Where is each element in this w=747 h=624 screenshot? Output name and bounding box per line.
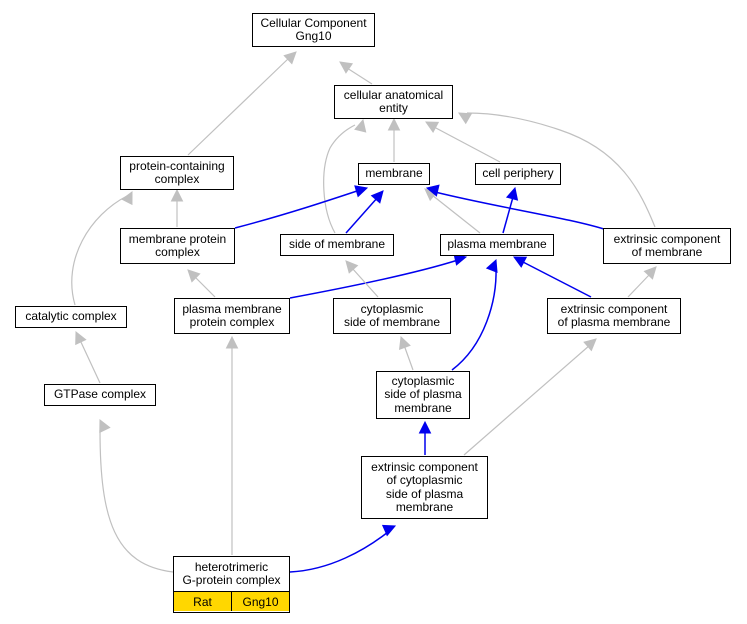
edge-catalytic-to-protein-complex-arrowhead: [121, 191, 133, 206]
edge-anatomical-to-root-arrowhead: [339, 61, 354, 74]
edge-mpc-to-protein-complex: [170, 188, 184, 227]
edge-term-to-pmpc: [225, 335, 239, 555]
edge-pmpc-to-mpc-arrowhead: [187, 269, 201, 283]
edge-cell-periphery-to-anatomical-arrowhead: [425, 121, 440, 134]
term-label: heterotrimeric G-protein complex: [182, 559, 281, 587]
node-cytoplasmic-side-of-plasma-membrane[interactable]: cytoplasmic side of plasma membrane: [376, 371, 470, 419]
edge-side-to-anatomical-arrowhead: [354, 118, 367, 133]
edge-cytside-pm-to-cytside-arrowhead: [399, 335, 411, 350]
node-gtpase-complex[interactable]: GTPase complex: [44, 384, 156, 406]
node-heterotrimeric-g-protein-complex[interactable]: heterotrimeric G-protein complex Rat Gng…: [173, 556, 290, 613]
node-extrinsic-component-of-cytoplasmic-side[interactable]: extrinsic component of cytoplasmic side …: [361, 456, 488, 519]
species-cell[interactable]: Rat: [174, 591, 232, 611]
edge-cytside-pm-to-cytside: [399, 335, 414, 371]
gene-cell[interactable]: Gng10: [232, 591, 289, 611]
edge-extrinsic-membrane-to-membrane-arrowhead: [425, 184, 440, 197]
node-cellular-component-gng10[interactable]: Cellular Component Gng10: [252, 13, 375, 47]
edge-mpc-to-membrane: [234, 185, 369, 229]
edge-term-to-extrinsic-cyt: [289, 524, 397, 573]
edge-mpc-to-membrane-arrowhead: [354, 185, 369, 198]
node-plasma-membrane-protein-complex[interactable]: plasma membrane protein complex: [174, 298, 290, 334]
edge-cell-periphery-to-anatomical: [425, 121, 501, 163]
edge-catalytic-to-protein-complex: [71, 191, 133, 306]
edge-pmpc-to-pm: [289, 253, 468, 299]
edge-cytside-to-side: [345, 260, 379, 298]
edge-anatomical-to-root: [339, 61, 373, 85]
edge-membrane-to-anatomical: [387, 117, 401, 162]
node-protein-containing-complex[interactable]: protein-containing complex: [120, 156, 234, 190]
node-plasma-membrane[interactable]: plasma membrane: [440, 234, 554, 256]
edge-extrinsic-cyt-to-cytside-pm-arrowhead: [418, 420, 432, 434]
edge-side-to-membrane: [345, 190, 384, 234]
edge-mpc-to-protein-complex-arrowhead: [170, 188, 184, 202]
edge-extrinsic-cyt-to-extrinsic-pm-arrowhead: [583, 338, 597, 352]
edge-membrane-to-anatomical-arrowhead: [387, 117, 401, 131]
edge-pm-to-cell-periphery-arrowhead: [505, 186, 519, 201]
node-extrinsic-component-of-membrane[interactable]: extrinsic component of membrane: [603, 228, 731, 264]
node-catalytic-complex[interactable]: catalytic complex: [15, 306, 127, 328]
edge-extrinsic-cyt-to-extrinsic-pm: [463, 338, 597, 456]
edge-protein-complex-to-root: [187, 51, 297, 156]
edge-term-to-extrinsic-cyt-arrowhead: [381, 524, 397, 537]
node-extrinsic-component-of-plasma-membrane[interactable]: extrinsic component of plasma membrane: [547, 298, 681, 334]
node-cytoplasmic-side-of-membrane[interactable]: cytoplasmic side of membrane: [333, 298, 451, 334]
edge-pm-to-cell-periphery: [502, 186, 519, 234]
edge-protein-complex-to-root-arrowhead: [283, 51, 297, 65]
edge-term-to-gtpase-arrowhead: [99, 418, 111, 434]
node-side-of-membrane[interactable]: side of membrane: [280, 234, 394, 256]
edge-extrinsic-membrane-to-anatomical: [458, 112, 656, 228]
edge-extrinsic-membrane-to-membrane: [425, 184, 608, 231]
edge-cytside-pm-to-pm-arrowhead: [485, 258, 498, 274]
edge-extrinsic-pm-to-extrinsic-membrane-arrowhead: [643, 266, 657, 280]
edge-extrinsic-pm-to-extrinsic-membrane: [627, 266, 657, 298]
edge-side-to-anatomical: [323, 118, 367, 234]
node-membrane-protein-complex[interactable]: membrane protein complex: [120, 228, 235, 264]
edge-extrinsic-membrane-to-anatomical-arrowhead: [458, 112, 473, 125]
edge-gtpase-to-catalytic-arrowhead: [75, 330, 87, 346]
edge-term-to-gtpase: [99, 418, 174, 573]
node-cell-periphery[interactable]: cell periphery: [475, 163, 561, 185]
edge-gtpase-to-catalytic: [75, 330, 101, 384]
edge-extrinsic-pm-to-pm: [513, 256, 592, 298]
edge-term-to-pmpc-arrowhead: [225, 335, 239, 349]
node-cellular-anatomical-entity[interactable]: cellular anatomical entity: [334, 85, 453, 119]
edge-extrinsic-cyt-to-cytside-pm: [418, 420, 432, 455]
node-membrane[interactable]: membrane: [358, 163, 430, 185]
edge-cytside-to-side-arrowhead: [345, 260, 359, 274]
edge-cytside-pm-to-pm: [451, 258, 498, 371]
edge-side-to-membrane-arrowhead: [370, 190, 384, 204]
edge-extrinsic-pm-to-pm-arrowhead: [513, 256, 528, 268]
edge-pmpc-to-mpc: [187, 269, 216, 298]
